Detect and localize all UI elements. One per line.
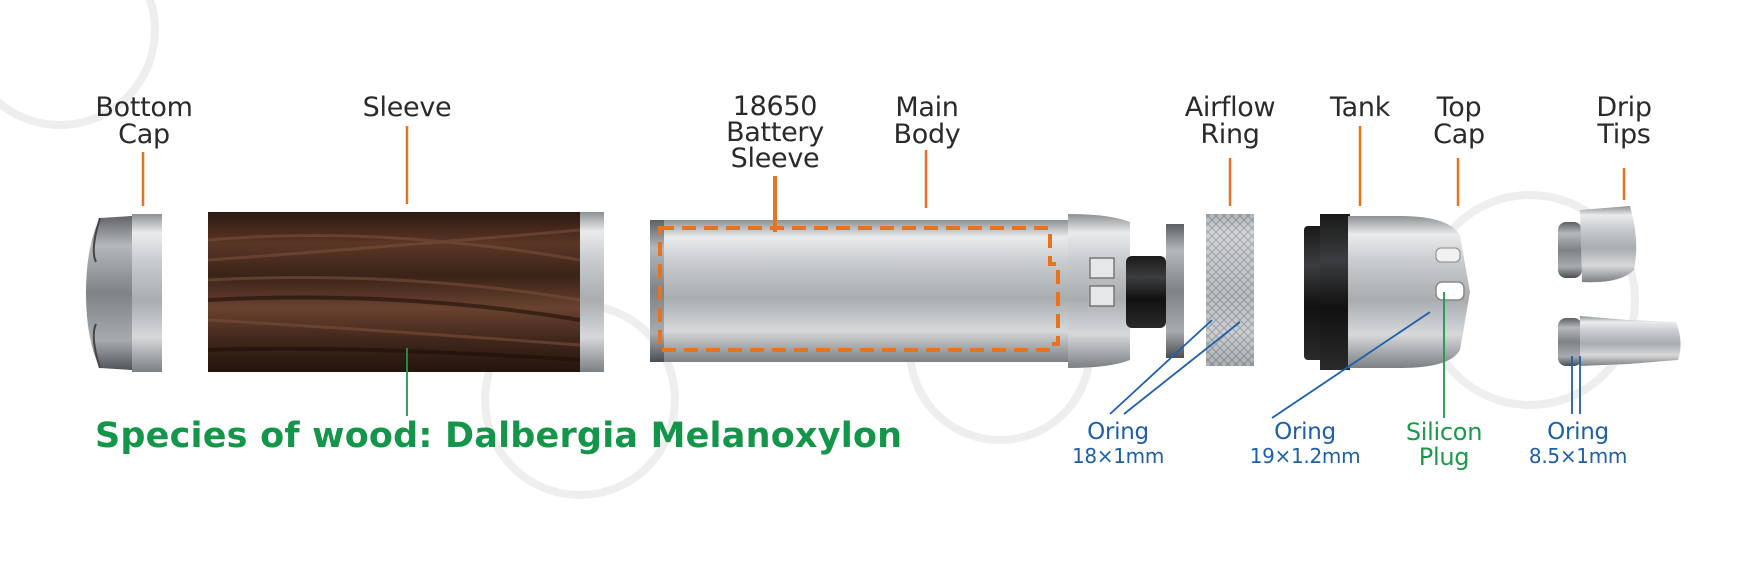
label-sleeve-line1: Sleeve xyxy=(362,92,452,123)
drip-tip-2-part xyxy=(1558,316,1681,366)
label-silicon-plug-line1: Silicon xyxy=(1405,418,1483,446)
label-battery-sleeve: 18650 Battery Sleeve xyxy=(718,91,832,174)
label-tank-line1: Tank xyxy=(1329,92,1391,123)
bottom-cap-part xyxy=(86,214,162,372)
label-drip-tips-line2: Tips xyxy=(1597,119,1651,150)
label-oring-18-line2: 18×1mm xyxy=(1071,444,1165,468)
leader-lines-orange xyxy=(141,126,1626,232)
main-body-part xyxy=(650,214,1184,368)
label-main-body-line1: Main xyxy=(895,92,959,123)
label-battery-sleeve-line2: Battery xyxy=(726,117,824,148)
label-sleeve: Sleeve xyxy=(350,94,464,121)
label-main-body: Main Body xyxy=(872,94,982,148)
label-oring-18-line1: Oring xyxy=(1087,419,1149,445)
label-top-cap-line1: Top xyxy=(1436,92,1482,123)
label-oring-19-line1: Oring xyxy=(1274,419,1336,445)
label-airflow-ring-line1: Airflow xyxy=(1184,92,1276,123)
label-bottom-cap-line1: Bottom xyxy=(95,92,193,123)
sleeve-part xyxy=(207,212,604,372)
drip-tip-1-part xyxy=(1558,206,1637,283)
label-oring-18: Oring 18×1mm xyxy=(1056,420,1180,468)
label-oring-19: Oring 19×1.2mm xyxy=(1230,420,1380,468)
label-main-body-line2: Body xyxy=(893,119,961,150)
leader-lines-blue xyxy=(1109,311,1581,419)
label-oring-85: Oring 8.5×1mm xyxy=(1516,420,1640,468)
label-oring-19-line2: 19×1.2mm xyxy=(1249,444,1361,468)
label-airflow-ring: Airflow Ring xyxy=(1168,94,1292,148)
label-bottom-cap: Bottom Cap xyxy=(86,94,202,148)
label-oring-85-line1: Oring xyxy=(1547,419,1609,445)
label-silicon-plug-line2: Plug xyxy=(1418,443,1470,471)
label-battery-sleeve-line3: Sleeve xyxy=(730,143,820,174)
label-top-cap: Top Cap xyxy=(1412,94,1506,148)
label-bottom-cap-line2: Cap xyxy=(118,119,170,150)
label-silicon-plug: Silicon Plug xyxy=(1394,420,1494,470)
label-tank: Tank xyxy=(1314,94,1406,121)
label-top-cap-line2: Cap xyxy=(1433,119,1485,150)
battery-sleeve-outline xyxy=(658,226,1060,352)
label-airflow-ring-line2: Ring xyxy=(1200,119,1260,150)
label-drip-tips: Drip Tips xyxy=(1576,94,1672,148)
label-drip-tips-line1: Drip xyxy=(1596,92,1652,123)
label-oring-85-line2: 8.5×1mm xyxy=(1528,444,1628,468)
label-battery-sleeve-line1: 18650 xyxy=(732,91,818,122)
species-note: Species of wood: Dalbergia Melanoxylon xyxy=(95,416,903,456)
airflow-ring-part xyxy=(1206,214,1254,366)
tank-part xyxy=(1304,214,1470,370)
leader-lines-green xyxy=(406,292,1445,418)
